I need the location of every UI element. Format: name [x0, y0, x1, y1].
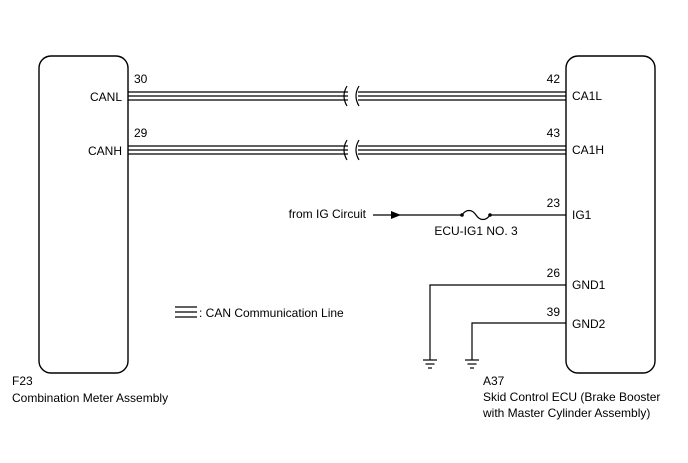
left-ecu-name: Combination Meter Assembly — [12, 391, 168, 405]
ig-source-label: from IG Circuit — [289, 207, 367, 221]
break-mark — [355, 85, 360, 107]
ground-icon — [465, 359, 479, 369]
pin-label: CA1H — [572, 143, 604, 157]
combination-meter-box — [38, 55, 129, 374]
break-mark — [343, 85, 348, 107]
pin-label: IG1 — [572, 208, 592, 222]
ig-circuit — [373, 209, 566, 221]
pin-number: 43 — [547, 126, 561, 140]
pin-number: 29 — [134, 126, 148, 140]
pin-label: CANH — [88, 144, 122, 158]
pin-number: 39 — [547, 305, 561, 319]
break-mark — [355, 139, 360, 161]
fuse-symbol — [461, 209, 491, 221]
fuse-label: ECU-IG1 NO. 3 — [434, 224, 518, 238]
right-ecu-name-line1: Skid Control ECU (Brake Booster — [483, 390, 660, 404]
legend-text: : CAN Communication Line — [199, 306, 344, 320]
pin-number: 23 — [547, 196, 561, 210]
pin-number: 42 — [547, 72, 561, 86]
right-ecu-code: A37 — [483, 374, 505, 388]
pin-number: 30 — [134, 72, 148, 86]
ground-icon — [423, 359, 437, 369]
pin-label: GND1 — [572, 278, 606, 292]
pin-number: 26 — [547, 266, 561, 280]
pin-label: GND2 — [572, 317, 606, 331]
gnd2-circuit — [465, 322, 566, 369]
can-low-bus — [128, 85, 566, 107]
right-ecu-name-line2: with Master Cylinder Assembly) — [482, 406, 650, 420]
pin-label: CA1L — [572, 89, 602, 103]
arrow-right-icon — [391, 211, 401, 219]
gnd1-circuit — [423, 284, 566, 369]
left-ecu-code: F23 — [12, 374, 33, 388]
pin-label: CANL — [90, 90, 122, 104]
can-line-legend-icon — [175, 306, 197, 318]
break-mark — [343, 139, 348, 161]
can-high-bus — [128, 139, 566, 161]
